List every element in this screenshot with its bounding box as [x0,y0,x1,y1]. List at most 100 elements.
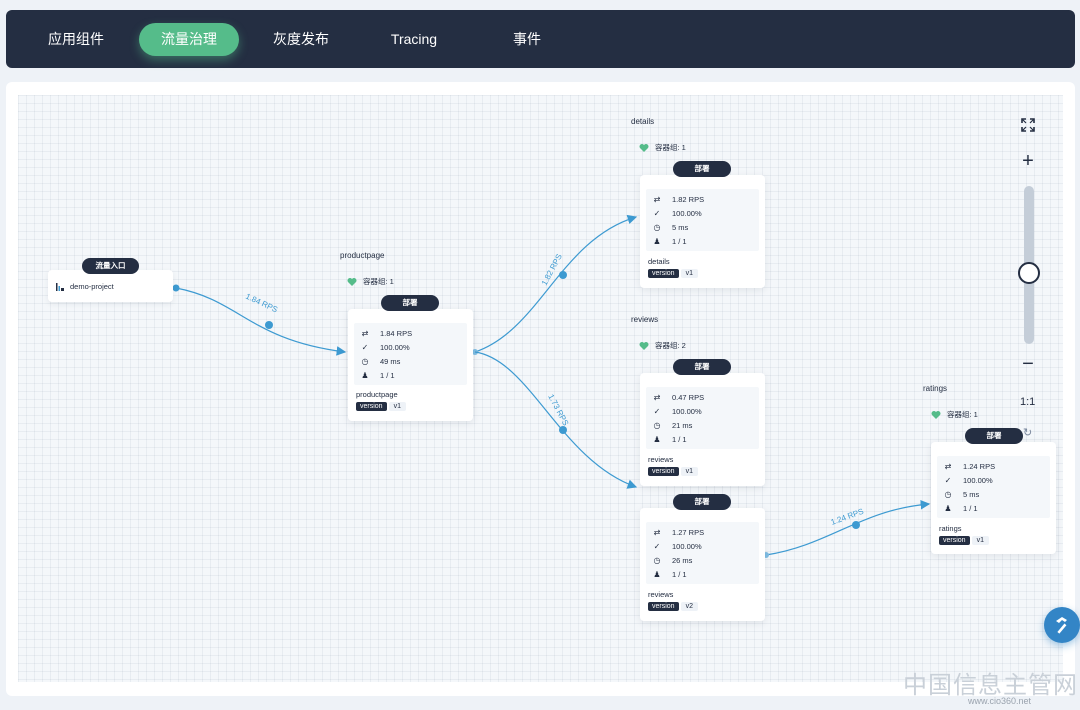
metric-success: 100.00% [672,209,702,219]
version-tag: version v1 [648,467,698,476]
traffic-entry-node[interactable]: 流量入口 demo-project [48,258,173,302]
tag-key: version [648,269,679,278]
entry-project-name: demo-project [70,282,114,291]
check-icon: ✓ [361,343,369,353]
tag-key: version [939,536,970,545]
workload-name: ratings [939,524,962,533]
metrics-panel: ⇄ 0.47 RPS ✓ 100.00% ◷ 21 ms ♟ 1 / 1 [646,387,759,449]
metric-rps: 1.24 RPS [963,462,996,472]
traffic-entry-badge: 流量入口 [82,258,139,274]
metric-success: 100.00% [672,542,702,552]
metric-rps: 1.27 RPS [672,528,705,538]
version-tag: version v1 [356,402,406,411]
tag-value: v1 [388,402,406,411]
workload-card-ratings-v1[interactable]: 部署 ↻ ⇄1.24 RPS ✓100.00% ◷5 ms ♟1 / 1 rat… [931,427,1056,554]
zoom-out-button[interactable]: − [1022,353,1034,375]
workload-name: details [648,257,670,266]
tag-key: version [648,467,679,476]
check-icon: ✓ [653,407,661,417]
tab-app-components[interactable]: 应用组件 [48,31,104,47]
pod-group-label: 容器组: 1 [363,277,394,286]
pod-icon: ♟ [653,569,661,579]
metrics-panel: ⇄1.27 RPS ✓100.00% ◷26 ms ♟1 / 1 [646,522,759,584]
tools-button[interactable] [1044,607,1080,643]
tab-tracing[interactable]: Tracing [390,31,438,47]
pod-group-productpage: 容器组: 1 [347,276,394,287]
hammer-icon [1052,615,1072,640]
pod-group-label: 容器组: 1 [947,410,978,419]
metric-success: 100.00% [380,343,410,353]
metric-replicas: 1 / 1 [963,503,978,513]
zoom-reset-button[interactable]: 1:1 [1020,396,1036,408]
clock-icon: ◷ [653,222,661,232]
metric-success: 100.00% [672,407,702,417]
deploy-badge: 部署 [673,494,731,510]
service-title-ratings: ratings [923,384,948,393]
service-title-details: details [631,117,655,126]
workload-name: reviews [648,455,674,464]
version-tag: version v1 [939,536,989,545]
deploy-badge: 部署 [965,428,1023,444]
metric-rps: 0.47 RPS [672,393,705,403]
service-title-productpage: productpage [340,251,385,260]
swap-arrows-icon: ⇄ [653,393,661,403]
clock-icon: ◷ [944,489,952,499]
pod-group-reviews: 容器组: 2 [639,340,686,351]
zoom-slider-knob[interactable] [1018,262,1040,284]
tag-value: v1 [680,269,698,278]
entry-project-row: demo-project [56,282,114,291]
metric-rps: 1.82 RPS [672,195,705,205]
heart-icon [931,410,941,420]
workload-card-details-v1[interactable]: 部署 ⇄1.82 RPS ✓100.00% ◷5 ms ♟1 / 1 detai… [640,161,765,288]
swap-arrows-icon: ⇄ [653,528,661,538]
clock-icon: ◷ [653,420,661,430]
deploy-badge: 部署 [673,359,731,375]
clock-icon: ◷ [653,555,661,565]
tab-events[interactable]: 事件 [513,31,541,47]
refresh-icon[interactable]: ↻ [1023,427,1033,439]
pod-icon: ♟ [944,503,952,513]
metric-rps: 1.84 RPS [380,329,413,339]
metric-latency: 5 ms [672,222,689,232]
workload-card-reviews-v2[interactable]: 部署 ⇄1.27 RPS ✓100.00% ◷26 ms ♟1 / 1 revi… [640,494,765,621]
metrics-panel: ⇄1.24 RPS ✓100.00% ◷5 ms ♟1 / 1 [937,456,1050,518]
tag-value: v2 [680,602,698,611]
version-tag: version v2 [648,602,698,611]
pod-group-details: 容器组: 1 [639,142,686,153]
metric-replicas: 1 / 1 [672,434,687,444]
tag-value: v1 [971,536,989,545]
check-icon: ✓ [653,209,661,219]
metric-latency: 26 ms [672,555,693,565]
pod-icon: ♟ [653,236,661,246]
metric-latency: 5 ms [963,489,980,499]
pod-icon: ♟ [653,434,661,444]
swap-arrows-icon: ⇄ [361,329,369,339]
metrics-panel: ⇄1.82 RPS ✓100.00% ◷5 ms ♟1 / 1 [646,189,759,251]
pod-group-label: 容器组: 1 [655,143,686,152]
heart-icon [347,277,357,287]
workload-name: reviews [648,590,674,599]
workload-card-productpage-v1[interactable]: 部署 ⇄1.84 RPS ✓100.00% ◷49 ms ♟1 / 1 prod… [348,295,473,421]
tag-value: v1 [680,467,698,476]
tag-key: version [356,402,387,411]
deploy-badge: 部署 [381,295,439,311]
metric-replicas: 1 / 1 [672,236,687,246]
service-title-reviews: reviews [631,315,659,324]
topology-canvas[interactable] [18,95,1063,682]
tab-traffic-management[interactable]: 流量治理 [139,23,239,56]
workload-card-reviews-v1[interactable]: 部署 ⇄ 0.47 RPS ✓ 100.00% ◷ 21 ms ♟ 1 / 1 revi… [640,359,765,486]
tab-canary-release[interactable]: 灰度发布 [273,31,329,47]
zoom-in-button[interactable]: + [1022,150,1034,172]
tag-key: version [648,602,679,611]
pod-group-ratings: 容器组: 1 [931,409,978,420]
fullscreen-icon[interactable] [1020,118,1036,134]
metric-latency: 21 ms [672,420,693,430]
top-nav: 应用组件 流量治理 灰度发布 Tracing 事件 [6,10,1075,68]
watermark-url: www.cio360.net [968,696,1032,706]
pod-group-label: 容器组: 2 [655,341,686,350]
watermark-logo: 中国信息主管网 [903,671,1078,699]
heart-icon [639,143,649,153]
workload-name: productpage [356,390,398,399]
check-icon: ✓ [944,476,952,486]
deploy-badge: 部署 [673,161,731,177]
